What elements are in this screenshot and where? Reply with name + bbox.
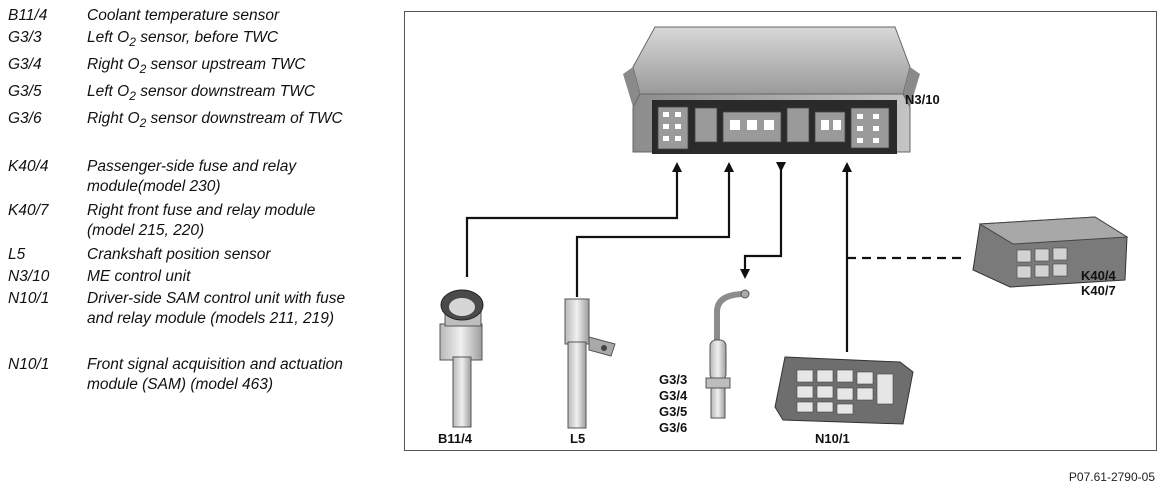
crank-sensor-label: L5 bbox=[570, 431, 585, 446]
legend-desc-pre: Left O bbox=[87, 83, 130, 100]
legend-desc: Driver-side SAM control unit with fuse a… bbox=[87, 290, 346, 327]
wire-coolant-sensor bbox=[465, 162, 682, 277]
wire-o2-sensor bbox=[740, 162, 786, 279]
legend-code: G3/3 bbox=[8, 29, 42, 46]
coolant-sensor-label: B11/4 bbox=[438, 431, 473, 446]
legend-code: G3/5 bbox=[8, 83, 42, 100]
legend-desc-sub: 2 bbox=[139, 62, 147, 76]
fuse-relay-module bbox=[972, 216, 1129, 288]
legend-desc-sub: 2 bbox=[139, 116, 147, 130]
legend-code: B11/4 bbox=[8, 7, 48, 24]
legend-row: L5 Crankshaft position sensor bbox=[8, 245, 388, 267]
legend-row: G3/6 Right O2 sensor downstream of TWC bbox=[8, 109, 388, 157]
sam-label: N10/1 bbox=[815, 431, 850, 446]
legend-row: N10/1 Driver-side SAM control unit with … bbox=[8, 289, 388, 355]
legend-desc: Front signal acquisition and actuation m… bbox=[87, 356, 343, 393]
legend-desc-pre: Right O bbox=[87, 110, 140, 127]
legend-row: G3/4 Right O2 sensor upstream TWC bbox=[8, 55, 388, 82]
wire-crank-sensor bbox=[575, 162, 734, 297]
legend-code: G3/6 bbox=[8, 110, 42, 127]
legend-desc: ME control unit bbox=[87, 268, 191, 285]
control-unit-label: N3/10 bbox=[905, 92, 940, 107]
legend-row: B11/4 Coolant temperature sensor bbox=[8, 6, 388, 28]
legend-row: N10/1 Front signal acquisition and actua… bbox=[8, 355, 388, 421]
legend-desc-pre: Left O bbox=[87, 29, 130, 46]
me-control-unit bbox=[623, 26, 920, 154]
diagram-canvas: N3/10 B11/4 L5 bbox=[438, 26, 1129, 446]
legend-desc-post: sensor downstream of TWC bbox=[146, 110, 343, 127]
legend-code: G3/4 bbox=[8, 56, 42, 73]
legend-row: G3/3 Left O2 sensor, before TWC bbox=[8, 28, 388, 55]
legend-desc: Passenger-side fuse and relay module(mod… bbox=[87, 158, 297, 195]
legend-code: K40/7 bbox=[8, 202, 49, 219]
sam-control-unit bbox=[774, 356, 914, 425]
legend-code: N10/1 bbox=[8, 290, 50, 307]
relay-label: K40/7 bbox=[1081, 283, 1116, 298]
wiring bbox=[465, 162, 852, 352]
legend: B11/4 Coolant temperature sensor G3/3 Le… bbox=[8, 6, 388, 421]
legend-code: K40/4 bbox=[8, 158, 49, 175]
legend-desc: Right O2 sensor upstream TWC bbox=[87, 55, 388, 76]
legend-row: N3/10 ME control unit bbox=[8, 267, 388, 289]
legend-desc: Right front fuse and relay module (model… bbox=[87, 202, 316, 239]
coolant-temperature-sensor bbox=[439, 289, 484, 428]
legend-desc-post: sensor, before TWC bbox=[135, 29, 279, 46]
o2-sensor-label: G3/4 bbox=[659, 388, 688, 403]
relay-label: K40/4 bbox=[1081, 268, 1116, 283]
legend-code: N10/1 bbox=[8, 356, 50, 373]
crankshaft-position-sensor bbox=[564, 298, 616, 429]
legend-desc-sub: 2 bbox=[129, 89, 136, 103]
legend-row: K40/4 Passenger-side fuse and relay modu… bbox=[8, 157, 388, 201]
legend-desc: Left O2 sensor, before TWC bbox=[87, 28, 388, 49]
legend-desc: Right O2 sensor downstream of TWC bbox=[87, 109, 352, 130]
legend-code: L5 bbox=[8, 246, 26, 263]
legend-row: G3/5 Left O2 sensor downstream TWC bbox=[8, 82, 388, 109]
legend-desc-post: sensor downstream TWC bbox=[135, 83, 316, 100]
legend-desc-post: sensor upstream TWC bbox=[146, 56, 306, 73]
legend-row: K40/7 Right front fuse and relay module … bbox=[8, 201, 388, 245]
wiring-diagram: N3/10 B11/4 L5 bbox=[404, 11, 1157, 451]
legend-desc-sub: 2 bbox=[129, 35, 136, 49]
figure-reference: P07.61-2790-05 bbox=[1068, 470, 1155, 484]
legend-desc: Coolant temperature sensor bbox=[87, 7, 280, 24]
legend-desc-pre: Right O bbox=[87, 56, 140, 73]
o2-sensor-label: G3/5 bbox=[659, 404, 687, 419]
oxygen-sensor bbox=[705, 289, 750, 419]
o2-sensor-label: G3/3 bbox=[659, 372, 687, 387]
legend-desc: Crankshaft position sensor bbox=[87, 246, 271, 263]
legend-desc: Left O2 sensor downstream TWC bbox=[87, 82, 388, 103]
legend-code: N3/10 bbox=[8, 268, 50, 285]
o2-sensor-label: G3/6 bbox=[659, 420, 687, 435]
